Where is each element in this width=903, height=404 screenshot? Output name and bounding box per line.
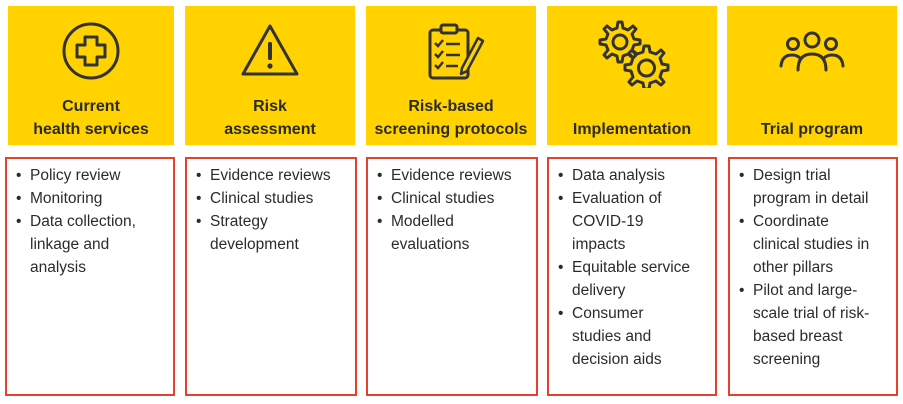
header-risk-assessment: Risk assessment <box>185 6 355 145</box>
header-title: Current health services <box>33 98 149 138</box>
header-title: Risk assessment <box>224 98 316 138</box>
list-item: Strategy development <box>195 210 349 256</box>
list-item: Coordinate clinical studies in other pil… <box>738 210 890 279</box>
header-title: Trial program <box>760 121 864 138</box>
list-item: Clinical studies <box>376 187 530 210</box>
list-item: Pilot and large- scale trial of risk- ba… <box>738 279 890 371</box>
people-group-icon <box>779 31 845 72</box>
list-item: Design trial program in detail <box>738 164 890 210</box>
medical-cross-icon <box>62 22 120 80</box>
list-item: Clinical studies <box>195 187 349 210</box>
gears-icon <box>598 20 670 88</box>
list-item: Evidence reviews <box>195 164 349 187</box>
items-box-implementation: Data analysis Evaluation of COVID-19 imp… <box>547 157 717 396</box>
warning-triangle-icon <box>241 24 299 76</box>
items-box-current-health-services: Policy review Monitoring Data collection… <box>5 157 175 396</box>
list-item: Data analysis <box>557 164 709 187</box>
list-item: Evaluation of COVID-19 impacts <box>557 187 709 256</box>
list-item: Policy review <box>15 164 167 187</box>
items-box-trial-program: Design trial program in detail Coordinat… <box>728 157 898 396</box>
header-current-health-services: Current health services <box>8 6 174 145</box>
list-item: Equitable service delivery <box>557 256 709 302</box>
header-risk-based-screening-protocols: Risk-based screening protocols <box>366 6 536 145</box>
list-item: Monitoring <box>15 187 167 210</box>
list-item: Evidence reviews <box>376 164 530 187</box>
clipboard-checklist-icon <box>428 23 485 80</box>
header-title: Implementation <box>572 121 692 138</box>
header-trial-program: Trial program <box>727 6 897 145</box>
header-implementation: Implementation <box>547 6 717 145</box>
items-box-risk-based-screening-protocols: Evidence reviews Clinical studies Modell… <box>366 157 538 396</box>
list-item: Data collection, linkage and analysis <box>15 210 167 279</box>
list-item: Modelled evaluations <box>376 210 530 256</box>
header-title: Risk-based screening protocols <box>374 98 528 138</box>
list-item: Consumer studies and decision aids <box>557 302 709 371</box>
items-box-risk-assessment: Evidence reviews Clinical studies Strate… <box>185 157 357 396</box>
